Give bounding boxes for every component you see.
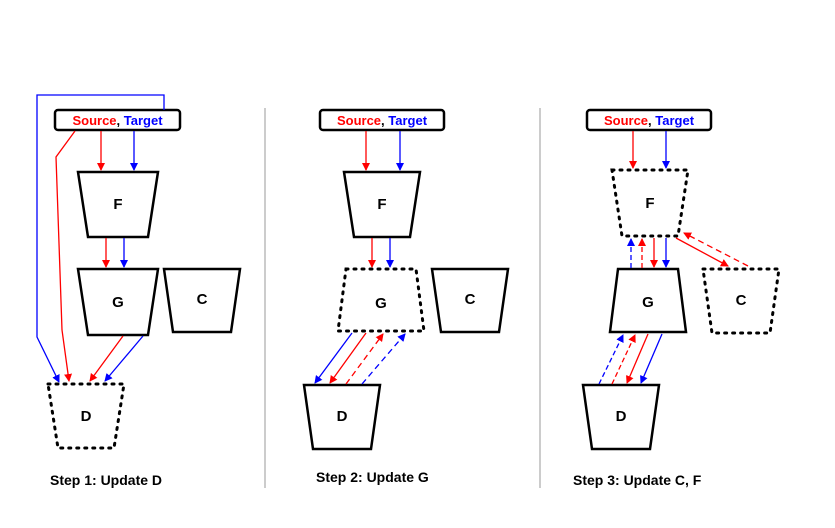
label-separator: ,	[648, 113, 655, 128]
node-c-shape	[430, 267, 510, 334]
node-d-shape	[46, 382, 126, 450]
node-g-label: G	[375, 295, 387, 312]
arrow-g-to-d-red	[329, 332, 367, 384]
arrow-g-to-d-blue	[640, 333, 663, 384]
node-c-label: C	[197, 291, 208, 308]
panel-step-2: Source, Target F G C D Step 2: Update G	[302, 108, 510, 485]
source-target-box	[53, 108, 182, 132]
panel-title: Step 1: Update D	[50, 472, 162, 488]
arrow-g-to-d-blue	[314, 332, 353, 384]
node-c-shape	[701, 267, 781, 335]
node-c-label: C	[736, 292, 747, 309]
source-target-label: Source, Target	[337, 113, 428, 128]
node-d-label: D	[81, 408, 92, 425]
target-word: Target	[124, 113, 163, 128]
arrow-g-to-d-red	[89, 335, 124, 382]
node-g-shape	[608, 267, 688, 334]
arrow-g-to-d-red	[626, 333, 649, 384]
target-word: Target	[388, 113, 427, 128]
source-word: Source	[604, 113, 648, 128]
node-f-shape	[342, 170, 422, 239]
node-c-shape	[162, 267, 242, 334]
arrow-g-to-d-blue	[104, 335, 144, 382]
source-word: Source	[72, 113, 116, 128]
node-f-label: F	[377, 196, 386, 213]
node-g-label: G	[112, 294, 124, 311]
node-d-shape	[581, 383, 661, 451]
arrow-f-to-c-red	[675, 237, 729, 267]
arrow-source-to-d	[55, 130, 76, 382]
node-f-shape	[76, 170, 160, 239]
arrow-d-to-g-red-dashed	[345, 333, 384, 385]
arrow-d-to-g-blue-dashed	[598, 334, 624, 385]
node-f-shape	[610, 168, 690, 238]
panel-title: Step 2: Update G	[316, 469, 429, 485]
arrow-d-to-g-red-dashed	[611, 334, 636, 385]
source-target-box	[318, 108, 446, 132]
panel-step-3: Source, Target F G C D Step 3: Update C,…	[573, 108, 781, 488]
target-word: Target	[655, 113, 694, 128]
node-f-label: F	[113, 196, 122, 213]
label-separator: ,	[381, 113, 388, 128]
panel-title: Step 3: Update C, F	[573, 472, 702, 488]
arrow-target-to-d	[36, 94, 165, 383]
node-d-label: D	[616, 408, 627, 425]
node-c-label: C	[465, 291, 476, 308]
node-g-label: G	[642, 294, 654, 311]
node-f-label: F	[645, 195, 654, 212]
source-word: Source	[337, 113, 381, 128]
arrow-d-to-g-blue-dashed	[361, 333, 406, 385]
node-d-shape	[302, 383, 382, 451]
source-target-box	[585, 108, 713, 132]
label-separator: ,	[117, 113, 124, 128]
arrow-c-to-f-red-dashed	[683, 232, 749, 267]
node-g-shape	[336, 267, 426, 333]
node-d-label: D	[337, 408, 348, 425]
source-target-label: Source, Target	[604, 113, 695, 128]
source-target-label: Source, Target	[72, 113, 163, 128]
panel-step-1: Source, Target F G C D Step 1: Update D	[36, 94, 242, 488]
node-g-shape	[76, 267, 160, 337]
